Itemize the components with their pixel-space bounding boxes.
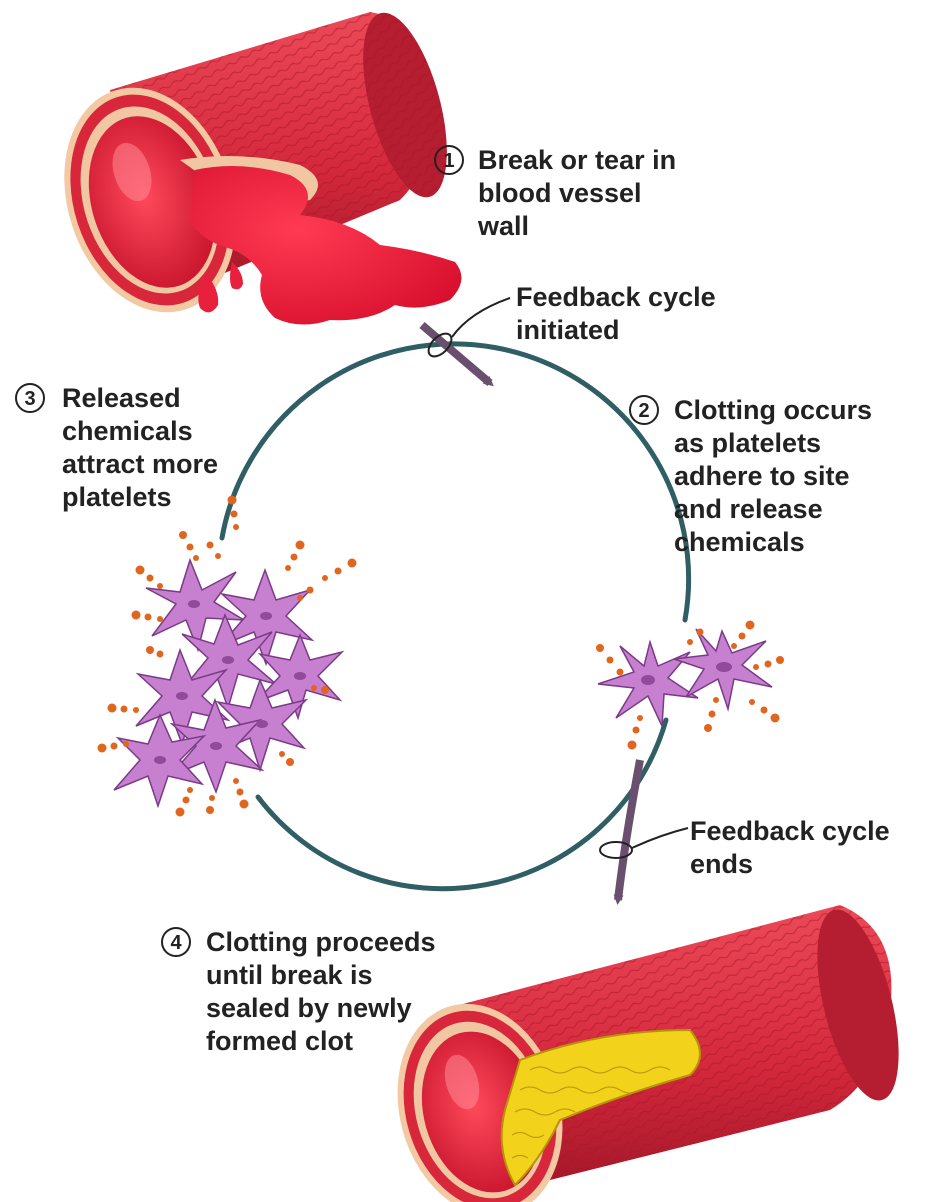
step-3-label: 3 Released chemicals attract more platel… [16, 383, 218, 512]
ends-line-2: ends [690, 849, 753, 879]
termination-arrow [618, 760, 640, 900]
step-1-line-3: wall [477, 211, 529, 241]
feedback-cycle-ring [222, 344, 689, 889]
step-4-line-2: until break is [206, 960, 373, 990]
step-4-label: 4 Clotting proceeds until break is seale… [162, 927, 436, 1056]
step-2-line-3: adhere to site [674, 461, 850, 491]
step-2-line-5: chemicals [674, 527, 805, 557]
step-1-line-2: blood vessel [478, 178, 642, 208]
platelet-pair [596, 621, 784, 750]
step-4-line-4: formed clot [206, 1026, 353, 1056]
platelet-cluster [98, 496, 357, 817]
torn-blood-vessel-illustration [36, 4, 463, 335]
step-3-line-1: Released [62, 383, 181, 413]
step-3-line-3: attract more [62, 449, 218, 479]
step-4-number: 4 [170, 932, 182, 954]
step-3-number: 3 [24, 388, 35, 410]
step-2-line-2: as platelets [674, 428, 821, 458]
initiation-arrow [422, 325, 490, 383]
step-2-line-4: and release [674, 494, 823, 524]
initiated-line-1: Feedback cycle [516, 282, 716, 312]
step-3-line-4: platelets [62, 482, 172, 512]
step-2-line-1: Clotting occurs [674, 395, 872, 425]
step-1-number: 1 [443, 150, 454, 172]
step-4-line-1: Clotting proceeds [206, 927, 436, 957]
step-1-line-1: Break or tear in [478, 145, 676, 175]
sealed-blood-vessel-illustration [373, 902, 914, 1202]
ends-line-1: Feedback cycle [690, 816, 890, 846]
initiated-line-2: initiated [516, 315, 620, 345]
feedback-ends-label: Feedback cycle ends [690, 816, 890, 879]
step-4-line-3: sealed by newly [206, 993, 412, 1023]
platelet [598, 642, 698, 726]
step-3-line-2: chemicals [62, 416, 193, 446]
step-2-number: 2 [638, 400, 649, 422]
step-1-label: 1 Break or tear in blood vessel wall [435, 145, 676, 241]
feedback-initiated-label: Feedback cycle initiated [516, 282, 716, 345]
